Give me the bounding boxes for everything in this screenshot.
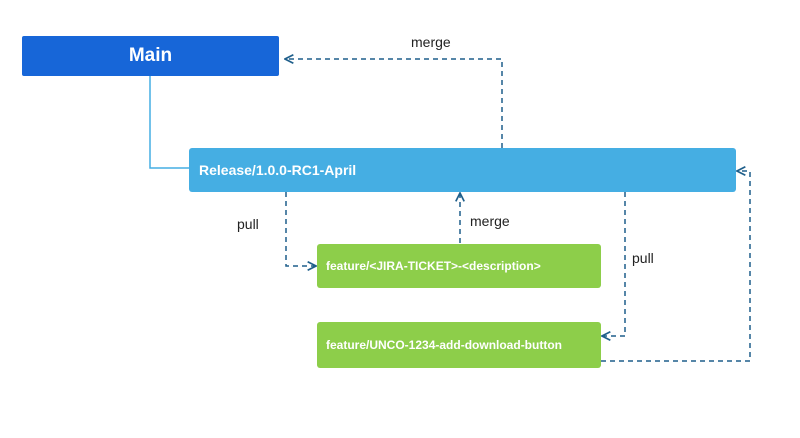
feature-example-node: feature/UNCO-1234-add-download-button <box>317 322 601 368</box>
feature-example-to-release-arrow <box>601 171 751 362</box>
merge-label-top: merge <box>411 34 451 50</box>
pull-label-right: pull <box>632 250 654 266</box>
release-to-feature-example-pull-arrow <box>603 192 626 336</box>
main-to-release-connector <box>149 76 189 169</box>
merge-label-middle: merge <box>470 213 510 229</box>
release-to-main-merge-arrow <box>286 59 503 148</box>
feature-template-label: feature/<JIRA-TICKET>-<description> <box>326 259 541 273</box>
main-branch-node: Main <box>22 36 279 76</box>
main-branch-label: Main <box>128 45 173 66</box>
feature-example-label: feature/UNCO-1234-add-download-button <box>326 338 562 352</box>
release-branch-label: Release/1.0.0-RC1-April <box>199 162 357 178</box>
release-branch-node: Release/1.0.0-RC1-April <box>189 148 736 192</box>
feature-template-node: feature/<JIRA-TICKET>-<description> <box>317 244 601 288</box>
pull-label-left: pull <box>237 216 259 232</box>
release-to-feature-template-pull-arrow <box>285 192 315 266</box>
